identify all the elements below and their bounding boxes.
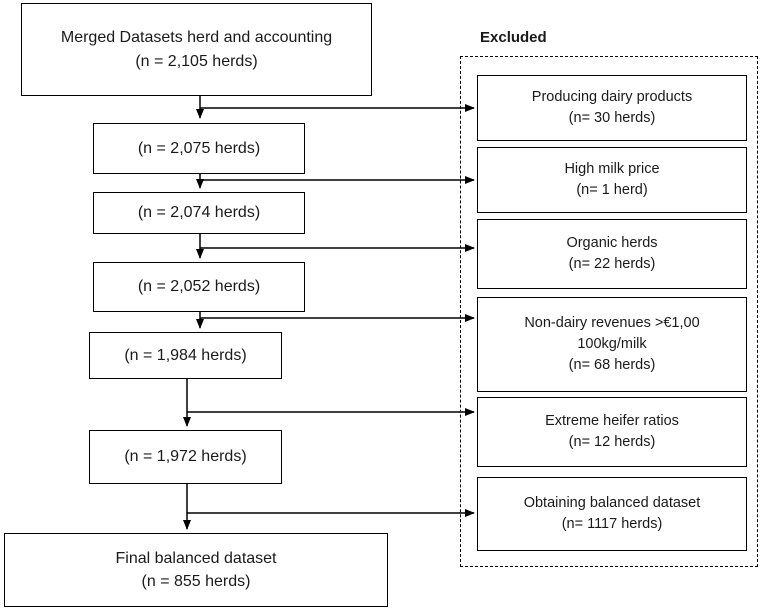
excluded-box-balanced-dataset-line-1: Obtaining balanced dataset xyxy=(523,494,701,511)
box-step-2075-line-1: (n = 2,075 herds) xyxy=(137,139,261,157)
box-step-2052-line-1: (n = 2,052 herds) xyxy=(137,278,261,296)
box-merged-datasets-line-1: Merged Datasets herd and accounting xyxy=(60,29,333,47)
excluded-box-organic-herds-line-2: (n= 22 herds) xyxy=(568,256,656,272)
excluded-box-dairy-products: Producing dairy products (n= 30 herds) xyxy=(477,75,747,141)
excluded-box-dairy-products-line-2: (n= 30 herds) xyxy=(568,110,656,126)
excluded-box-heifer-ratios-line-1: Extreme heifer ratios xyxy=(545,412,679,429)
box-step-1984: (n = 1,984 herds) xyxy=(89,332,282,379)
excluded-box-balanced-dataset-line-2: (n= 1117 herds) xyxy=(561,516,663,532)
excluded-box-non-dairy-revenues-line-3: (n= 68 herds) xyxy=(568,357,656,373)
excluded-box-dairy-products-line-1: Producing dairy products xyxy=(531,88,693,105)
box-final-balanced-dataset: Final balanced dataset (n = 855 herds) xyxy=(4,533,388,607)
box-step-2074: (n = 2,074 herds) xyxy=(93,192,305,234)
excluded-box-heifer-ratios: Extreme heifer ratios (n= 12 herds) xyxy=(477,397,747,467)
excluded-box-non-dairy-revenues: Non-dairy revenues >€1,00 100kg/milk (n=… xyxy=(477,297,747,392)
excluded-box-balanced-dataset: Obtaining balanced dataset (n= 1117 herd… xyxy=(477,477,747,551)
excluded-box-high-milk-price: High milk price (n= 1 herd) xyxy=(477,147,747,213)
box-final-balanced-dataset-line-2: (n = 855 herds) xyxy=(141,573,251,590)
box-step-1972: (n = 1,972 herds) xyxy=(89,430,282,484)
excluded-box-heifer-ratios-line-2: (n= 12 herds) xyxy=(568,434,656,450)
box-merged-datasets: Merged Datasets herd and accounting (n =… xyxy=(21,3,372,96)
box-merged-datasets-line-2: (n = 2,105 herds) xyxy=(135,52,258,70)
excluded-frame xyxy=(460,56,758,567)
excluded-box-non-dairy-revenues-line-2: 100kg/milk xyxy=(577,335,647,352)
excluded-box-high-milk-price-line-2: (n= 1 herd) xyxy=(576,182,648,198)
box-step-1972-line-1: (n = 1,972 herds) xyxy=(124,448,247,466)
box-step-2074-line-1: (n = 2,074 herds) xyxy=(137,204,261,222)
excluded-box-non-dairy-revenues-line-1: Non-dairy revenues >€1,00 xyxy=(524,314,700,331)
excluded-box-organic-herds-line-1: Organic herds xyxy=(566,234,658,251)
box-step-1984-line-1: (n = 1,984 herds) xyxy=(124,346,247,364)
excluded-box-organic-herds: Organic herds (n= 22 herds) xyxy=(477,219,747,289)
excluded-title: Excluded xyxy=(480,29,547,46)
excluded-box-high-milk-price-line-1: High milk price xyxy=(564,160,660,177)
box-step-2052: (n = 2,052 herds) xyxy=(93,262,305,312)
box-step-2075: (n = 2,075 herds) xyxy=(93,123,305,174)
box-final-balanced-dataset-line-1: Final balanced dataset xyxy=(115,549,277,567)
